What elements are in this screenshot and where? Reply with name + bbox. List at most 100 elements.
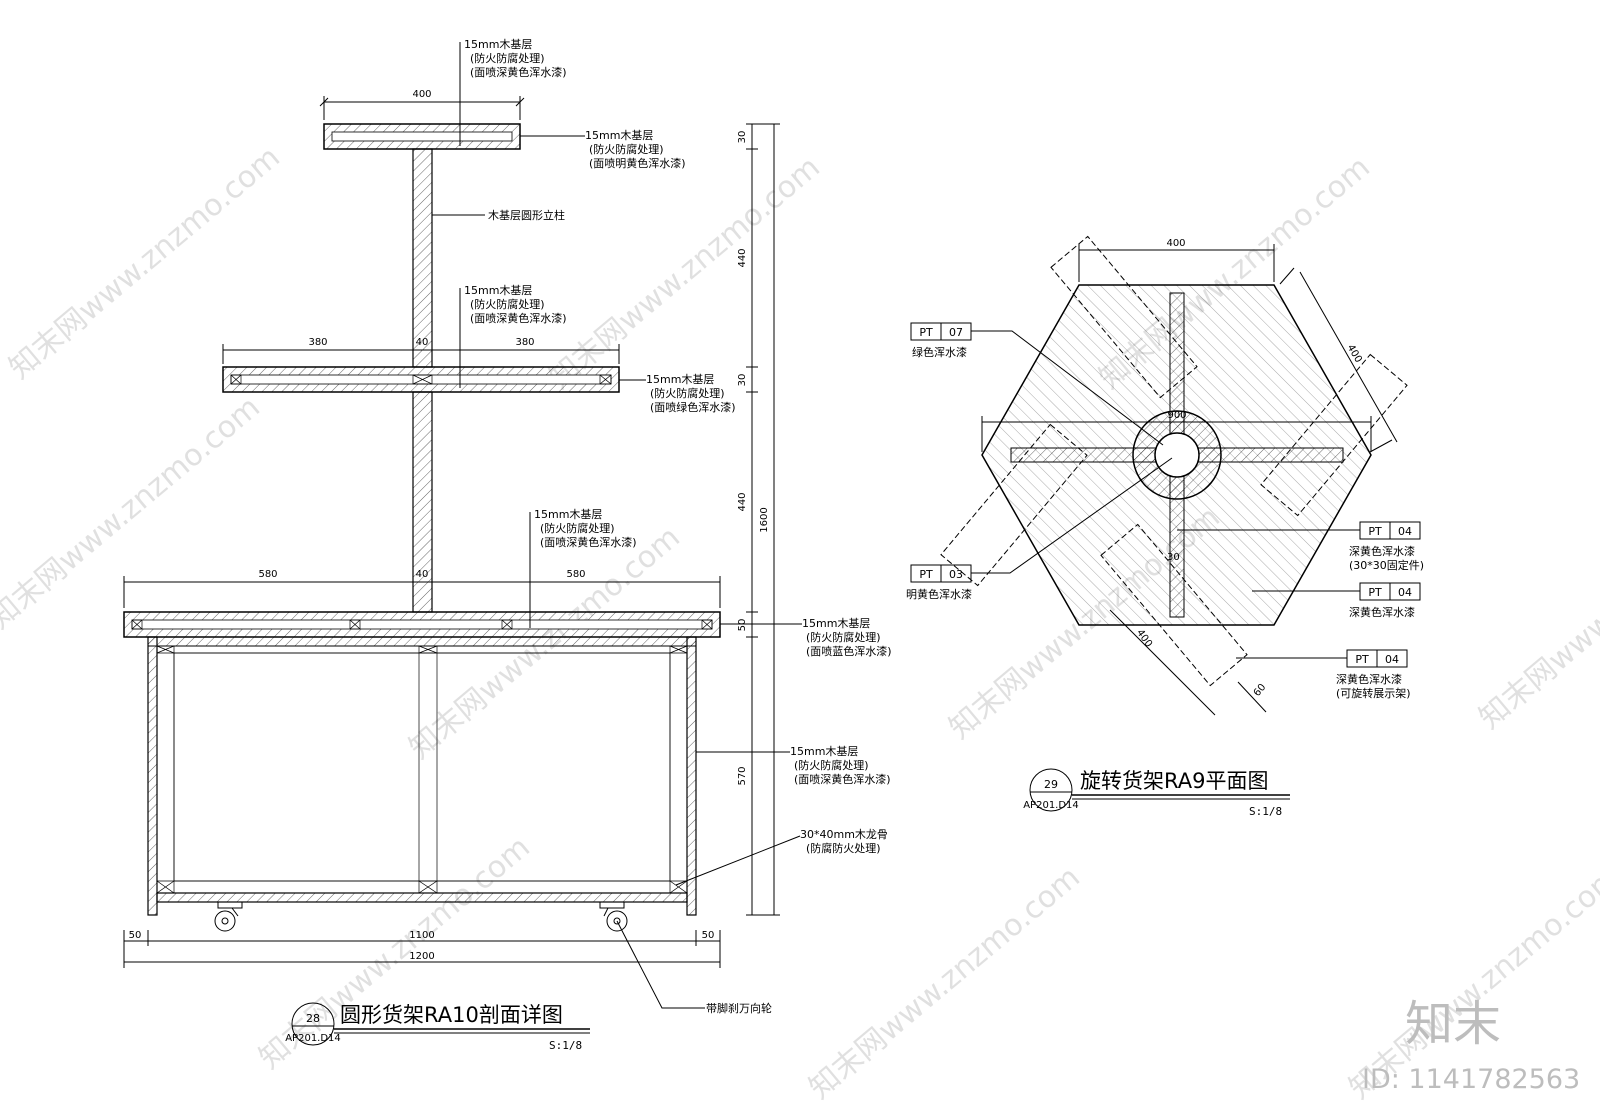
svg-text:15mm木基层: 15mm木基层 <box>790 745 858 758</box>
watermark-text: 知末网www.znzmo.com <box>0 390 267 636</box>
svg-text:380: 380 <box>515 337 534 348</box>
watermark-text: 知末网www.znzmo.com <box>543 150 827 396</box>
tag-pt04-base: PT 04 深黄色浑水漆 <box>1252 582 1421 619</box>
image-id: ID: 1141782563 <box>1362 1064 1580 1095</box>
svg-text:400: 400 <box>1134 628 1154 650</box>
svg-text:(防火防腐处理): (防火防腐处理) <box>650 386 725 400</box>
svg-text:40: 40 <box>416 569 429 580</box>
svg-text:(30*30固定件): (30*30固定件) <box>1349 558 1424 572</box>
svg-text:(面喷深黄色浑水漆): (面喷深黄色浑水漆) <box>794 772 891 786</box>
svg-text:深黄色浑水漆: 深黄色浑水漆 <box>1349 544 1415 558</box>
title-right: 旋转货架RA9平面图 <box>1080 769 1268 793</box>
svg-text:15mm木基层: 15mm木基层 <box>802 617 870 630</box>
dim-base-shelf: 580 40 580 <box>123 569 721 608</box>
svg-text:380: 380 <box>308 337 327 348</box>
watermark-text: 知末网www.znzmo.com <box>1473 490 1600 736</box>
svg-text:(防火防腐处理): (防火防腐处理) <box>470 51 545 65</box>
tag-pt07: PT 07 绿色浑水漆 <box>910 322 1164 446</box>
caster-wheel-right <box>599 901 628 932</box>
svg-text:(防火防腐处理): (防火防腐处理) <box>806 630 881 644</box>
title-block-left: 28 AP201.D14 圆形货架RA10剖面详图 S:1/8 <box>285 1002 590 1052</box>
svg-text:(可旋转展示架): (可旋转展示架) <box>1336 686 1411 700</box>
svg-text:60: 60 <box>1252 682 1269 699</box>
svg-text:(面喷深黄色浑水漆): (面喷深黄色浑水漆) <box>540 535 637 549</box>
svg-text:(面喷深黄色浑水漆): (面喷深黄色浑水漆) <box>470 65 567 79</box>
brand-logo: 知末 <box>1405 996 1501 1052</box>
svg-text:AP201.D14: AP201.D14 <box>1023 800 1079 811</box>
svg-text:40: 40 <box>416 337 429 348</box>
note-middle-top: 15mm木基层 (防火防腐处理) (面喷深黄色浑水漆) <box>459 284 567 388</box>
note-tier2: 15mm木基层 (防火防腐处理) (面喷绿色浑水漆) <box>619 373 736 414</box>
svg-text:15mm木基层: 15mm木基层 <box>646 373 714 386</box>
svg-text:03: 03 <box>949 568 963 581</box>
svg-text:木基层圆形立柱: 木基层圆形立柱 <box>488 208 565 222</box>
svg-text:深黄色浑水漆: 深黄色浑水漆 <box>1349 605 1415 619</box>
cabinet-frame <box>156 645 688 894</box>
svg-text:(面喷绿色浑水漆): (面喷绿色浑水漆) <box>650 400 736 414</box>
note-tier1: 15mm木基层 (防火防腐处理) (面喷明黄色浑水漆) <box>520 129 686 170</box>
tag-pt04-rotating: PT 04 深黄色浑水漆 (可旋转展示架) <box>1236 649 1411 700</box>
dim-top-width: 400 <box>319 89 525 120</box>
svg-text:PT: PT <box>1368 525 1382 538</box>
dim-bottom: 50 1100 50 1200 <box>123 930 721 968</box>
svg-text:(面喷明黄色浑水漆): (面喷明黄色浑水漆) <box>589 156 686 170</box>
svg-text:440: 440 <box>737 248 748 267</box>
svg-text:S:1/8: S:1/8 <box>549 1039 582 1052</box>
svg-text:400: 400 <box>1166 238 1185 249</box>
svg-text:(防火防腐处理): (防火防腐处理) <box>589 142 664 156</box>
svg-text:04: 04 <box>1385 653 1399 666</box>
svg-text:(防火防腐处理): (防火防腐处理) <box>540 521 615 535</box>
svg-text:580: 580 <box>566 569 585 580</box>
svg-text:15mm木基层: 15mm木基层 <box>464 38 532 51</box>
svg-text:1200: 1200 <box>409 951 434 962</box>
section-detail-ra10: 400 380 40 380 580 40 580 50 <box>123 38 892 1052</box>
title-left: 圆形货架RA10剖面详图 <box>340 1003 563 1027</box>
svg-text:PT: PT <box>919 326 933 339</box>
svg-text:15mm木基层: 15mm木基层 <box>585 129 653 142</box>
note-wheel: 带脚刹万向轮 <box>616 920 772 1015</box>
svg-text:AP201.D14: AP201.D14 <box>285 1033 341 1044</box>
svg-text:580: 580 <box>258 569 277 580</box>
note-cabinet: 15mm木基层 (防火防腐处理) (面喷深黄色浑水漆) <box>696 745 891 786</box>
svg-text:PT: PT <box>1368 586 1382 599</box>
svg-text:PT: PT <box>1355 653 1369 666</box>
svg-text:S:1/8: S:1/8 <box>1249 805 1282 818</box>
svg-text:30*40mm木龙骨: 30*40mm木龙骨 <box>800 828 888 841</box>
svg-text:50: 50 <box>737 619 748 632</box>
tag-pt03: PT 03 明黄色浑水漆 <box>906 457 1173 601</box>
svg-text:04: 04 <box>1398 586 1412 599</box>
tag-pt04-fixing: PT 04 深黄色浑水漆 (30*30固定件) <box>1177 521 1424 572</box>
svg-text:(防火防腐处理): (防火防腐处理) <box>470 297 545 311</box>
svg-text:29: 29 <box>1044 778 1058 791</box>
dim-middle-shelf: 380 40 380 <box>222 337 620 364</box>
svg-text:1100: 1100 <box>409 930 434 941</box>
plan-view-ra9: 400 400 900 400 60 30 PT 07 绿色浑水漆 PT <box>906 235 1424 818</box>
caster-wheel-left <box>214 901 243 932</box>
svg-text:15mm木基层: 15mm木基层 <box>534 508 602 521</box>
svg-text:30: 30 <box>737 131 748 144</box>
column-upper <box>412 148 433 368</box>
cabinet-left-panel <box>147 636 158 916</box>
watermark-text: 知末网www.znzmo.com <box>3 140 287 386</box>
svg-text:深黄色浑水漆: 深黄色浑水漆 <box>1336 672 1402 686</box>
cabinet-right-panel <box>686 636 697 916</box>
svg-text:04: 04 <box>1398 525 1412 538</box>
svg-text:绿色浑水漆: 绿色浑水漆 <box>912 345 967 359</box>
svg-text:15mm木基层: 15mm木基层 <box>464 284 532 297</box>
title-block-right: 29 AP201.D14 旋转货架RA9平面图 S:1/8 <box>1023 768 1290 818</box>
svg-text:30: 30 <box>737 374 748 387</box>
svg-text:1600: 1600 <box>759 507 770 532</box>
svg-text:28: 28 <box>306 1012 320 1025</box>
svg-text:50: 50 <box>702 930 715 941</box>
svg-text:50: 50 <box>129 930 142 941</box>
hub-inner <box>1154 432 1200 478</box>
note-base-top: 15mm木基层 (防火防腐处理) (面喷蓝色浑水漆) <box>720 617 892 658</box>
svg-text:PT: PT <box>919 568 933 581</box>
svg-text:(面喷深黄色浑水漆): (面喷深黄色浑水漆) <box>470 311 567 325</box>
svg-text:440: 440 <box>737 492 748 511</box>
note-top-shelf: 15mm木基层 (防火防腐处理) (面喷深黄色浑水漆) <box>459 38 567 146</box>
svg-text:(面喷蓝色浑水漆): (面喷蓝色浑水漆) <box>806 644 892 658</box>
svg-text:400: 400 <box>412 89 431 100</box>
svg-text:570: 570 <box>737 766 748 785</box>
